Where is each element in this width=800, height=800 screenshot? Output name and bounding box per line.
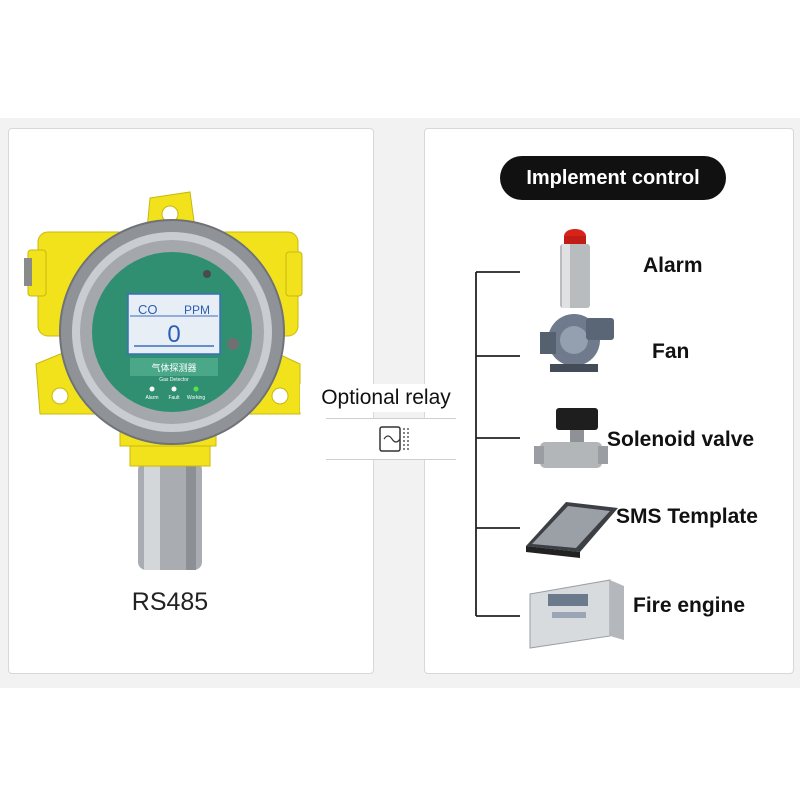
relay-label: Optional relay [300, 384, 472, 412]
item-label-solenoid-valve: Solenoid valve [607, 428, 755, 451]
item-label-sms-template: SMS Template [616, 505, 758, 528]
tree-lines [475, 271, 520, 617]
rs485-label: RS485 [131, 588, 209, 616]
solenoid-valve-icon [534, 408, 608, 468]
sms-module-icon [526, 502, 618, 558]
item-label-fan: Fan [652, 340, 690, 363]
item-label-alarm: Alarm [643, 254, 703, 277]
relay-module [326, 418, 456, 460]
relay-icon [379, 426, 409, 452]
fire-control-panel-icon [529, 579, 624, 649]
item-label-fire-engine: Fire engine [633, 594, 746, 617]
alarm-siren-icon [560, 229, 590, 308]
implement-control-header: Implement control [500, 156, 726, 200]
blower-fan-icon [540, 314, 614, 372]
